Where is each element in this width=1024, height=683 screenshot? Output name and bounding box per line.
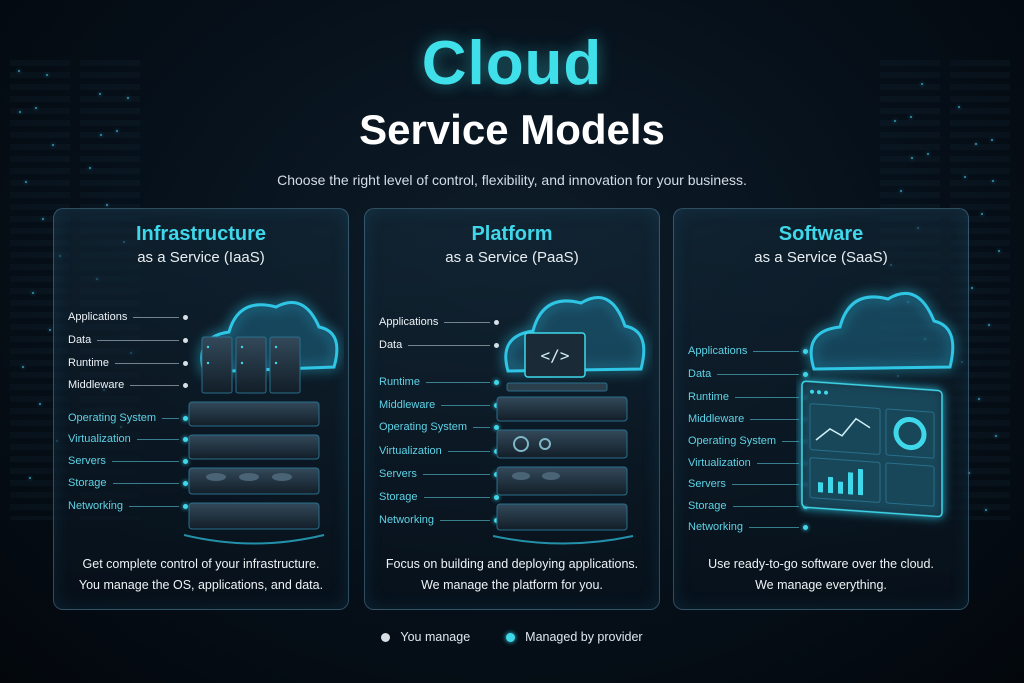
rack-led-icon	[900, 190, 902, 192]
rack-led-icon	[911, 157, 913, 159]
legend: You manage Managed by provider	[0, 630, 1024, 644]
card-subtitle: as a Service (IaaS)	[137, 249, 265, 266]
layer-virtualization: Virtualization	[379, 444, 499, 458]
rack-led-icon	[921, 83, 923, 85]
card-title: Infrastructure	[135, 223, 267, 245]
layer-servers: Servers	[688, 477, 808, 491]
layer-data: Data	[68, 333, 188, 347]
layer-middleware: Middleware	[68, 378, 188, 392]
legend-managed-by-provider: Managed by provider	[506, 630, 643, 644]
rack-led-icon	[968, 472, 970, 474]
rack-led-icon	[971, 287, 973, 289]
code-platform-icon: </>	[493, 296, 646, 545]
layer-virtualization: Virtualization	[68, 432, 188, 446]
rack-led-icon	[42, 218, 44, 220]
rack-led-icon	[964, 176, 966, 178]
rack-led-icon	[32, 292, 34, 294]
rack-led-icon	[39, 403, 41, 405]
card-subtitle: as a Service (PaaS)	[445, 249, 579, 266]
card-description: Get complete control of your infrastruct…	[78, 557, 324, 592]
rack-led-icon	[992, 180, 994, 182]
rack-led-icon	[106, 204, 108, 206]
layer-middleware: Middleware	[688, 412, 808, 426]
rack-led-icon	[29, 477, 31, 479]
svg-text:</>: </>	[541, 346, 570, 365]
page-title: Service Models	[359, 106, 665, 153]
card-paas: Platform as a Service (PaaS) Application…	[364, 208, 660, 610]
rack-led-icon	[985, 509, 987, 511]
rack-led-icon	[975, 143, 977, 145]
card-description: Use ready-to-go software over the cloud.…	[708, 557, 934, 592]
rack-led-icon	[46, 74, 48, 76]
title-accent: Cloud	[421, 29, 603, 98]
layer-operating-system: Operating System	[379, 420, 499, 434]
layer-runtime: Runtime	[68, 356, 188, 370]
rack-led-icon	[19, 111, 21, 113]
layer-storage: Storage	[688, 499, 808, 513]
layer-storage: Storage	[379, 490, 499, 504]
layer-data: Data	[379, 338, 499, 352]
rack-led-icon	[100, 134, 102, 136]
provider-dot-icon	[506, 632, 516, 642]
card-title: Software	[778, 223, 864, 245]
rack-led-icon	[991, 139, 993, 141]
rack-led-icon	[99, 93, 101, 95]
legend-you-manage: You manage	[381, 630, 470, 644]
layer-middleware: Middleware	[379, 398, 499, 412]
layer-applications: Applications	[688, 344, 808, 358]
rack-led-icon	[927, 153, 929, 155]
layer-storage: Storage	[68, 476, 188, 490]
rack-led-icon	[981, 213, 983, 215]
you-manage-dot-icon	[381, 632, 391, 642]
rack-led-icon	[978, 398, 980, 400]
dashboard-app-icon	[801, 291, 955, 518]
rack-led-icon	[127, 97, 129, 99]
layer-networking: Networking	[379, 513, 499, 527]
layer-servers: Servers	[379, 467, 499, 481]
layer-operating-system: Operating System	[688, 434, 808, 448]
layer-networking: Networking	[68, 499, 188, 513]
layer-runtime: Runtime	[688, 390, 808, 404]
rack-led-icon	[49, 329, 51, 331]
layer-networking: Networking	[688, 520, 808, 534]
rack-led-icon	[35, 107, 37, 109]
page-subtitle: Choose the right level of control, flexi…	[277, 172, 747, 188]
card-subtitle: as a Service (SaaS)	[754, 249, 888, 266]
rack-led-icon	[89, 167, 91, 169]
layer-runtime: Runtime	[379, 375, 499, 389]
card-saas: Software as a Service (SaaS) Application…	[673, 208, 969, 610]
rack-led-icon	[52, 144, 54, 146]
rack-led-icon	[995, 435, 997, 437]
layer-applications: Applications	[68, 310, 188, 324]
layer-operating-system: Operating System	[68, 411, 188, 425]
rack-led-icon	[22, 366, 24, 368]
layer-applications: Applications	[379, 315, 499, 329]
rack-led-icon	[998, 250, 1000, 252]
card-description: Focus on building and deploying applicat…	[385, 557, 639, 592]
rack-led-icon	[116, 130, 118, 132]
layer-data: Data	[688, 367, 808, 381]
rack-led-icon	[894, 120, 896, 122]
rack-led-icon	[25, 181, 27, 183]
rack-led-icon	[910, 116, 912, 118]
card-iaas: Infrastructure as a Service (IaaS) Appli…	[53, 208, 349, 610]
layer-servers: Servers	[68, 454, 188, 468]
server-stack-icon	[184, 301, 339, 545]
layer-virtualization: Virtualization	[688, 456, 808, 470]
rack-led-icon	[18, 70, 20, 72]
rack-led-icon	[988, 324, 990, 326]
card-title: Platform	[471, 223, 553, 245]
rack-led-icon	[958, 106, 960, 108]
